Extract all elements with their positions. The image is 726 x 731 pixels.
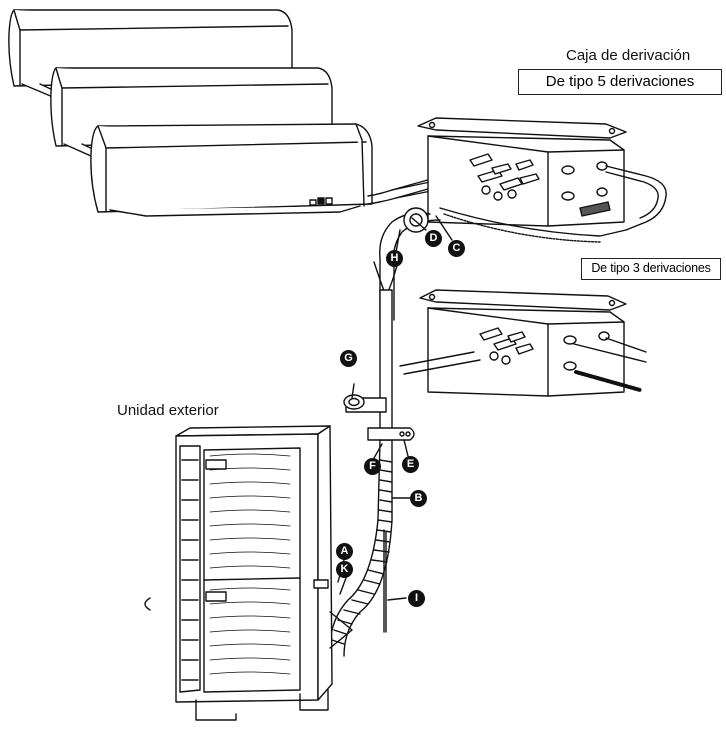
branch-box-3-label-box: De tipo 3 derivaciones	[581, 258, 721, 280]
callout-h: H	[386, 250, 403, 267]
indoor-unit-1	[8, 9, 293, 101]
branch-box-5-label-box: De tipo 5 derivaciones	[518, 69, 722, 95]
branch-box-title: Caja de derivación	[566, 47, 691, 64]
callout-k: K	[336, 561, 353, 578]
branch-box-5-drawing	[417, 117, 667, 243]
callout-i: I	[408, 590, 425, 607]
callout-d: D	[425, 230, 442, 247]
branch-box-3-label: De tipo 3 derivaciones	[591, 261, 711, 275]
callout-b: B	[410, 490, 427, 507]
callout-f: F	[364, 458, 381, 475]
pipe-bundle	[329, 207, 441, 657]
callout-e: E	[402, 456, 419, 473]
leader-lines	[337, 215, 453, 601]
outdoor-unit-drawing	[144, 425, 353, 721]
callout-c: C	[448, 240, 465, 257]
indoor-unit-3	[90, 123, 373, 217]
callout-g: G	[340, 350, 357, 367]
branch-box-5-label: De tipo 5 derivaciones	[545, 73, 695, 90]
outdoor-unit-label: Unidad exterior	[117, 402, 219, 419]
branch-box-3-drawing	[399, 289, 647, 397]
callout-a: A	[336, 543, 353, 560]
